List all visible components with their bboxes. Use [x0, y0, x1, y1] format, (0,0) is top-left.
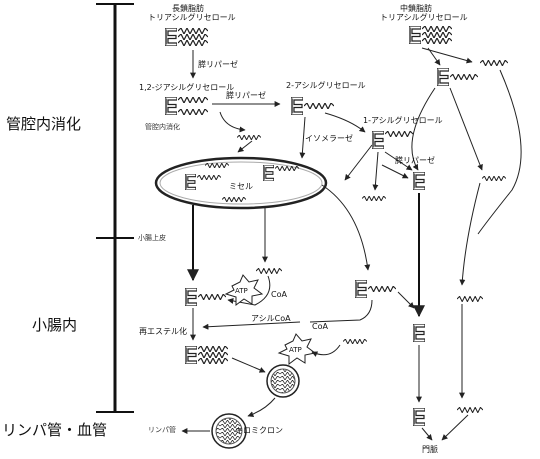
mc-glycerol-blood: [413, 408, 425, 426]
2-monoacylglycerol-molecule: [291, 97, 334, 115]
tg-resynthesized: [185, 346, 228, 364]
zone-bracket: [96, 3, 134, 413]
arrow-mcdg-to-fa: [449, 87, 483, 171]
arrow-1mg-to-micelle: [344, 144, 373, 181]
arrow-micelle-to-mcfa: [321, 184, 371, 271]
label-lipase-1: 膵リパーゼ: [198, 60, 238, 69]
glycerol-molecule: [413, 172, 425, 190]
arrow-to-micelle-1: [237, 140, 253, 153]
arrow-2mg-to-micelle: [299, 116, 306, 159]
arrow-lipase-3: [381, 164, 409, 179]
zone-label-lumen: 管腔内消化: [6, 115, 82, 133]
fa-in-cell: [256, 268, 282, 274]
free-fatty-acid-2: [362, 196, 386, 201]
mc-fatty-acid-2: [482, 176, 506, 181]
mg-in-cell: [185, 288, 226, 306]
diacylglycerol-molecule: [165, 97, 208, 115]
label-atp-2: ATP: [289, 346, 302, 354]
label-lipase-2: 膵リパーゼ: [226, 91, 266, 100]
arrow-release-fa-1: [219, 111, 246, 133]
mc-mg-in-cell: [355, 280, 396, 298]
mc-diacylglycerol-molecule: [437, 68, 478, 86]
medium-chain-tg-molecule: [409, 26, 452, 44]
label-acyl-coa: アシルCoA: [251, 314, 291, 323]
arrow-mcfa-activation: [311, 344, 341, 357]
label-atp-1: ATP: [235, 287, 248, 295]
label-micelle: ミセル: [229, 182, 253, 191]
label-medium-chain-l1: 中鎖脂肪: [400, 4, 432, 13]
arrow-fa-activation: [227, 275, 271, 306]
arrow-mcfa-down: [459, 182, 481, 286]
1-monoacylglycerol-molecule: [372, 131, 413, 149]
arrow-mcdg-to-glycerol: [411, 87, 436, 171]
micelle: [154, 156, 328, 210]
arrow-chylomicron-to-lymph: [247, 397, 276, 418]
label-chylomicron: キロミクロン: [235, 426, 283, 435]
label-lipase-3: 膵リパーゼ: [395, 156, 435, 165]
mc-fa-to-portal-2: [457, 407, 483, 413]
arrow-tg-to-chylomicron: [231, 357, 266, 373]
label-2-monoacylglycerol: 2-アシルグリセロール: [286, 81, 366, 90]
arrow-mctg-release-fa: [421, 47, 473, 64]
label-long-chain-l1: 長鎖脂肪: [172, 4, 204, 13]
label-re-esterification: 再エステル化: [139, 327, 187, 336]
mc-fa-in-cell: [343, 339, 367, 344]
label-medium-chain-l2: トリアシルグリセロール: [380, 13, 468, 22]
mc-fatty-acid-1: [480, 60, 508, 66]
arrow-mcmg-to-glycerol: [397, 291, 415, 309]
label-diacylglycerol: 1,2-ジアシルグリセロール: [139, 83, 235, 92]
chylomicron-particle-2: [211, 413, 247, 449]
zone-label-intestine: 小腸内: [32, 316, 78, 334]
label-long-chain-l2: トリアシルグリセロール: [148, 13, 236, 22]
zone-label-lymph-blood: リンパ管・血管: [2, 421, 108, 439]
arrow-mctg-to-dg: [427, 47, 441, 66]
atp-burst-1: [224, 274, 264, 306]
label-lumen-digestion-small: 管腔内消化: [145, 123, 180, 131]
mc-fa-to-portal-1: [457, 296, 483, 302]
atp-burst-2: [277, 333, 317, 365]
free-fatty-acid-1: [237, 135, 261, 140]
arrow-1mg-to-glycerol: [384, 151, 413, 171]
arrow-to-portal-vein-2: [441, 414, 469, 441]
label-isomerase: イソメラーゼ: [305, 134, 353, 143]
arrow-to-portal-vein-1: [421, 427, 433, 441]
chylomicron-particle-1: [266, 364, 300, 398]
arrow-acyl-coa: [202, 321, 301, 330]
mc-glycerol-in-cell: [413, 324, 425, 342]
label-coa-2: CoA: [312, 322, 328, 331]
label-portal-vein: 門脈: [422, 445, 438, 454]
long-chain-tg-molecule: [165, 28, 208, 46]
boundary-label-epithelium: 小腸上皮: [138, 234, 166, 242]
label-1-monoacylglycerol: 1-アシルグリセロール: [363, 116, 443, 125]
arrow-mcfa-long: [477, 69, 522, 235]
arrow-isomerase: [324, 112, 366, 133]
label-lymph-vessel: リンパ管: [148, 426, 176, 434]
label-coa-1: CoA: [271, 290, 287, 299]
arrow-mcmg-coa: [309, 299, 373, 323]
arrow-1mg-fa: [372, 151, 379, 191]
